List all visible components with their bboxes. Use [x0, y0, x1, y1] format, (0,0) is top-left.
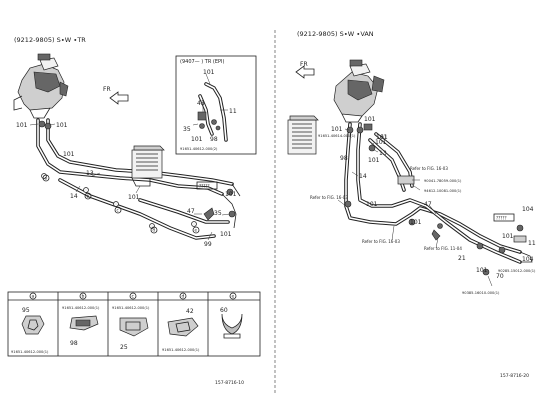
- callout-101-c: 101: [63, 151, 75, 158]
- callout-61: 61: [380, 134, 388, 141]
- right-clamps: [344, 123, 527, 276]
- svg-text:c: c: [117, 208, 119, 213]
- callout-104-a: 104: [522, 206, 534, 213]
- callout-101-rh: 101: [476, 267, 488, 274]
- refer-label-c: Refer to FIG. 11-04: [424, 246, 462, 251]
- svg-text:95: 95: [22, 307, 30, 314]
- callout-101-inset-b: 101: [191, 136, 203, 143]
- left-header: (9212-9805) S∙W ∙TR: [14, 36, 86, 44]
- svg-text:91651-40612-000(1): 91651-40612-000(1): [162, 348, 200, 352]
- callout-101-a: 101: [16, 122, 28, 129]
- callout-47: 47: [187, 208, 195, 215]
- callout-98-r: 98: [340, 155, 348, 162]
- svg-text:FR: FR: [300, 61, 308, 68]
- part-code-r2: 90041-78059-000(1): [424, 179, 462, 183]
- callout-35: 35: [214, 210, 222, 217]
- right-fr-arrow: FR: [295, 61, 315, 79]
- table-col-d: d: [182, 294, 185, 300]
- callout-35-inset: 35: [183, 126, 191, 133]
- left-clamps: [38, 120, 236, 229]
- callout-11-r: 11: [528, 240, 536, 247]
- svg-text:?????: ?????: [496, 216, 507, 221]
- svg-text:d: d: [153, 228, 156, 233]
- left-inset-box: (9407— ) TR (EPI) 91651-40612-000(2): [175, 55, 257, 155]
- callout-101-re: 101: [366, 201, 378, 208]
- right-header: (9212-9805) S∙W ∙VAN: [297, 30, 374, 38]
- right-heater-unit: [333, 59, 385, 123]
- left-heater-pipes: [36, 118, 241, 240]
- svg-text:a: a: [45, 176, 48, 181]
- callout-101-rg: 101: [410, 219, 422, 226]
- left-heater-unit: [13, 53, 69, 119]
- table-cell-e: 60: [220, 307, 243, 339]
- refer-label-a: Refer to FIG. 16-03: [310, 195, 348, 200]
- left-parts-table: [7, 291, 261, 357]
- svg-text:42: 42: [186, 308, 194, 315]
- svg-text:91651-40612-000(1): 91651-40612-000(1): [62, 306, 100, 310]
- svg-text:60: 60: [220, 307, 228, 314]
- right-tag-box: ?????: [493, 213, 515, 222]
- left-fr-arrow: FR: [103, 86, 129, 105]
- part-code-r5: 90385-16010-000(1): [462, 291, 500, 295]
- left-page-code: 157-8716-10: [215, 380, 244, 386]
- callout-101-f: 101: [225, 191, 237, 198]
- part-code-r3: 94612-10081-000(1): [424, 189, 462, 193]
- left-tag-box: ?????: [196, 181, 218, 190]
- callout-101-b: 101: [56, 122, 68, 129]
- callout-101-e: 101: [220, 231, 232, 238]
- callout-101-d: 101: [128, 194, 140, 201]
- table-cell-d: 42 91651-40612-000(1): [162, 308, 200, 352]
- svg-text:FR: FR: [103, 86, 111, 93]
- table-col-a: a: [32, 295, 35, 300]
- left-circle-marks: a b c d e: [42, 174, 200, 234]
- callout-11-inset: 11: [229, 108, 237, 115]
- table-col-c: c: [132, 295, 135, 300]
- callout-101-ra: 101: [331, 126, 343, 133]
- table-col-e: e: [232, 295, 235, 300]
- part-code-r1: 91651-40614-000(1): [318, 134, 356, 138]
- callout-13-r: 13: [379, 150, 387, 157]
- right-heater-core: [287, 115, 319, 155]
- right-heater-pipes: [344, 122, 533, 264]
- svg-text:91651-40612-000(1): 91651-40612-000(1): [11, 350, 49, 354]
- svg-text:?????: ?????: [199, 184, 210, 189]
- refer-label-d: Refer to FIG. 16-03: [410, 166, 448, 171]
- callout-104-b: 104: [522, 256, 534, 263]
- svg-text:91651-40612-000(2): 91651-40612-000(2): [180, 147, 218, 151]
- callout-14-r: 14: [359, 173, 367, 180]
- callout-101-rc: 101: [375, 139, 387, 146]
- callout-101-ri: 101: [502, 233, 514, 240]
- callout-101-rf: 101: [376, 134, 388, 141]
- callout-99: 99: [204, 241, 212, 248]
- callout-21: 21: [458, 255, 466, 262]
- callout-101-rd: 101: [368, 157, 380, 164]
- right-page-code: 157-8716-20: [500, 373, 529, 379]
- svg-text:91651-40612-000(1): 91651-40612-000(1): [112, 306, 150, 310]
- callout-101-inset-a: 101: [203, 69, 215, 76]
- svg-text:98: 98: [70, 340, 78, 347]
- refer-label-b: Refer to FIG. 16-03: [362, 239, 400, 244]
- table-cell-b: 98 91651-40612-000(1): [62, 306, 100, 347]
- table-cell-a: 95 91651-40612-000(1): [11, 307, 49, 354]
- svg-text:(9407— ) TR (EPI): (9407— ) TR (EPI): [180, 59, 225, 65]
- svg-text:b: b: [87, 194, 90, 199]
- left-heater-core: [131, 145, 165, 187]
- part-code-r4: 90285-15012-000(1): [498, 269, 536, 273]
- table-col-b: b: [82, 294, 85, 300]
- callout-43: 43: [197, 100, 205, 107]
- callout-101-rb: 101: [364, 116, 376, 123]
- svg-text:e: e: [195, 228, 198, 233]
- callout-70: 70: [496, 273, 504, 280]
- callout-47-r: 47: [424, 201, 432, 208]
- callout-98-inset: 98: [210, 136, 218, 143]
- callout-13: 13: [86, 170, 94, 177]
- callout-14: 14: [70, 193, 78, 200]
- table-cell-c: 25 91651-40612-000(1): [112, 306, 150, 351]
- svg-text:25: 25: [120, 344, 128, 351]
